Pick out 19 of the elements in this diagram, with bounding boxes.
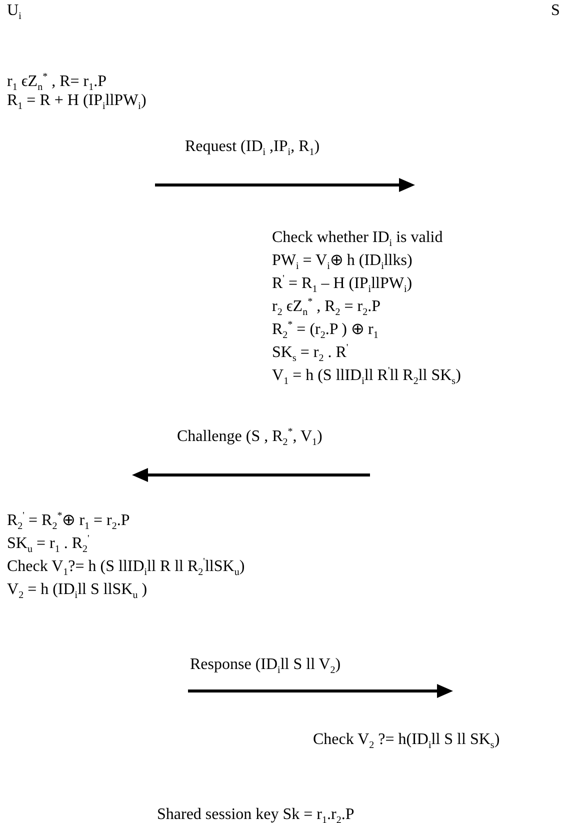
formula-text: R$_{2}$$^{*}$ = (r$_{2}$.P ) ⊕ r$_{1}$ xyxy=(272,321,378,339)
message-label: Request (ID$_{i}$ ,IP$_{i}$, R$_{1}$) xyxy=(185,138,320,156)
formula-text: V$_{2}$ = h (ID$_{i}$ll S llSK$_{u}$ ) xyxy=(7,581,148,599)
formula-text: R$_{2}$$^{'}$ = R$_{2}$$^{*}$⊕ r$_{1}$ = r$_{2}$.P xyxy=(7,512,130,530)
formula-text: r$_{1}$ ϵZ$_{n}$$^{*}$ , R= r$_{1}$.P xyxy=(7,73,107,91)
result-text: Shared session key Sk = r$_{1}$.r$_{2}$.P xyxy=(157,806,354,823)
step-text: Check V$_{2}$ ?= h(ID$_{i}$ll S ll SK$_{s}$) xyxy=(313,731,500,749)
formula-text: R$^{'}$ = R$_{1}$ – H (IP$_{i}$llPW$_{i}$) xyxy=(272,275,412,293)
formula-text: Check V$_{1}$?= h (S llID$_{i}$ll R ll R$_{2}$$^{'}$llSK$_{u}$) xyxy=(7,558,245,576)
formula-text: PW$_{i}$ = V$_{i}$⊕ h (ID$_{i}$llks) xyxy=(272,252,412,270)
participant-label: U$_{i}$ xyxy=(7,2,22,20)
message-label: Response (ID$_{i}$ll S ll V$_{2}$) xyxy=(190,656,341,674)
formula-text: R$_{1}$ = R + H (IP$_{i}$llPW$_{i}$) xyxy=(7,92,146,110)
formula-text: V$_{1}$ = h (S llID$_{i}$ll R$^{'}$ll R$_{2}$ll SK$_{s}$) xyxy=(272,367,461,385)
formula-text: r$_{2}$ ϵZ$_{n}$$^{*}$ , R$_{2}$ = r$_{2}$.P xyxy=(272,298,381,316)
formula-text: SK$_{s}$ = r$_{2}$ . R$^{'}$ xyxy=(272,344,348,362)
step-text: Check whether ID$_{i}$ is valid xyxy=(272,229,443,247)
message-label: Challenge (S , R$_{2}$$^{*}$, V$_{1}$) xyxy=(177,428,322,446)
participant-label: S xyxy=(551,2,560,20)
